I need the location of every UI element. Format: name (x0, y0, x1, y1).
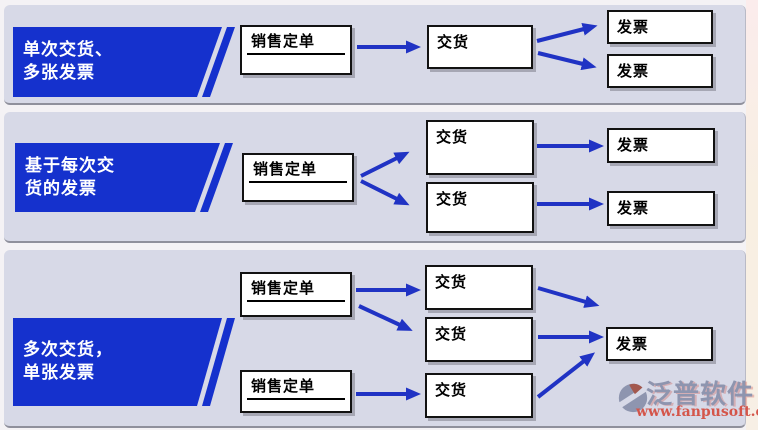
sales-order-label: 销售定单 (247, 27, 345, 55)
banner-shape: 多次交货， 单张发票 (13, 318, 235, 406)
invoice-label: 发票 (617, 18, 650, 36)
invoice-label: 发票 (616, 335, 649, 353)
banner-text-line2: 多张发票 (23, 63, 95, 83)
delivery-label: 交货 (435, 381, 468, 399)
invoice-label: 发票 (617, 62, 650, 80)
delivery-node: 交货 (426, 182, 534, 233)
invoice-node: 发票 (607, 54, 713, 88)
watermark-brand-text: 泛普软件 (646, 380, 755, 410)
invoice-node: 发票 (607, 10, 713, 44)
invoice-node: 发票 (606, 327, 713, 361)
banner-shape: 单次交货、 多张发票 (13, 27, 235, 97)
delivery-label: 交货 (435, 273, 468, 291)
fanpu-logo-icon (616, 382, 650, 413)
sales-order-label: 销售定单 (247, 372, 345, 400)
delivery-node: 交货 (425, 373, 533, 418)
banner-text-line1: 基于每次交 (25, 155, 115, 176)
delivery-label: 交货 (436, 190, 469, 208)
delivery-node: 交货 (425, 317, 533, 362)
banner-text-line1: 多次交货， (23, 340, 113, 360)
invoice-node: 发票 (607, 128, 715, 163)
sales-order-node: 销售定单 (240, 370, 352, 413)
delivery-label: 交货 (436, 128, 469, 146)
delivery-label: 交货 (437, 33, 470, 51)
invoice-label: 发票 (617, 199, 650, 217)
watermark-url-text: www.fanpusoft.com (636, 404, 758, 420)
invoice-label: 发票 (617, 136, 650, 154)
delivery-node: 交货 (426, 120, 534, 175)
banner-multiple-deliveries-single-invoice: 多次交货， 单张发票 (13, 318, 235, 406)
sales-order-node: 销售定单 (240, 272, 352, 317)
sales-order-node: 销售定单 (242, 153, 354, 202)
banner-invoice-per-delivery: 基于每次交 货的发票 (15, 143, 233, 212)
watermark: 泛普软件 www.fanpusoft.com (614, 374, 758, 424)
banner-text-line1: 单次交货、 (23, 40, 113, 60)
banner-text-line2: 单张发票 (23, 363, 95, 383)
delivery-node: 交货 (425, 265, 533, 310)
sales-order-node: 销售定单 (240, 25, 352, 75)
delivery-node: 交货 (427, 25, 533, 69)
invoice-node: 发票 (607, 191, 715, 226)
banner-single-delivery-multiple-invoices: 单次交货、 多张发票 (13, 27, 235, 97)
sales-order-label: 销售定单 (247, 274, 345, 302)
banner-text-line2: 货的发票 (25, 178, 97, 199)
sales-order-label: 销售定单 (249, 155, 347, 183)
right-margin-strip (746, 0, 758, 430)
delivery-label: 交货 (435, 325, 468, 343)
banner-shape: 基于每次交 货的发票 (15, 143, 233, 212)
